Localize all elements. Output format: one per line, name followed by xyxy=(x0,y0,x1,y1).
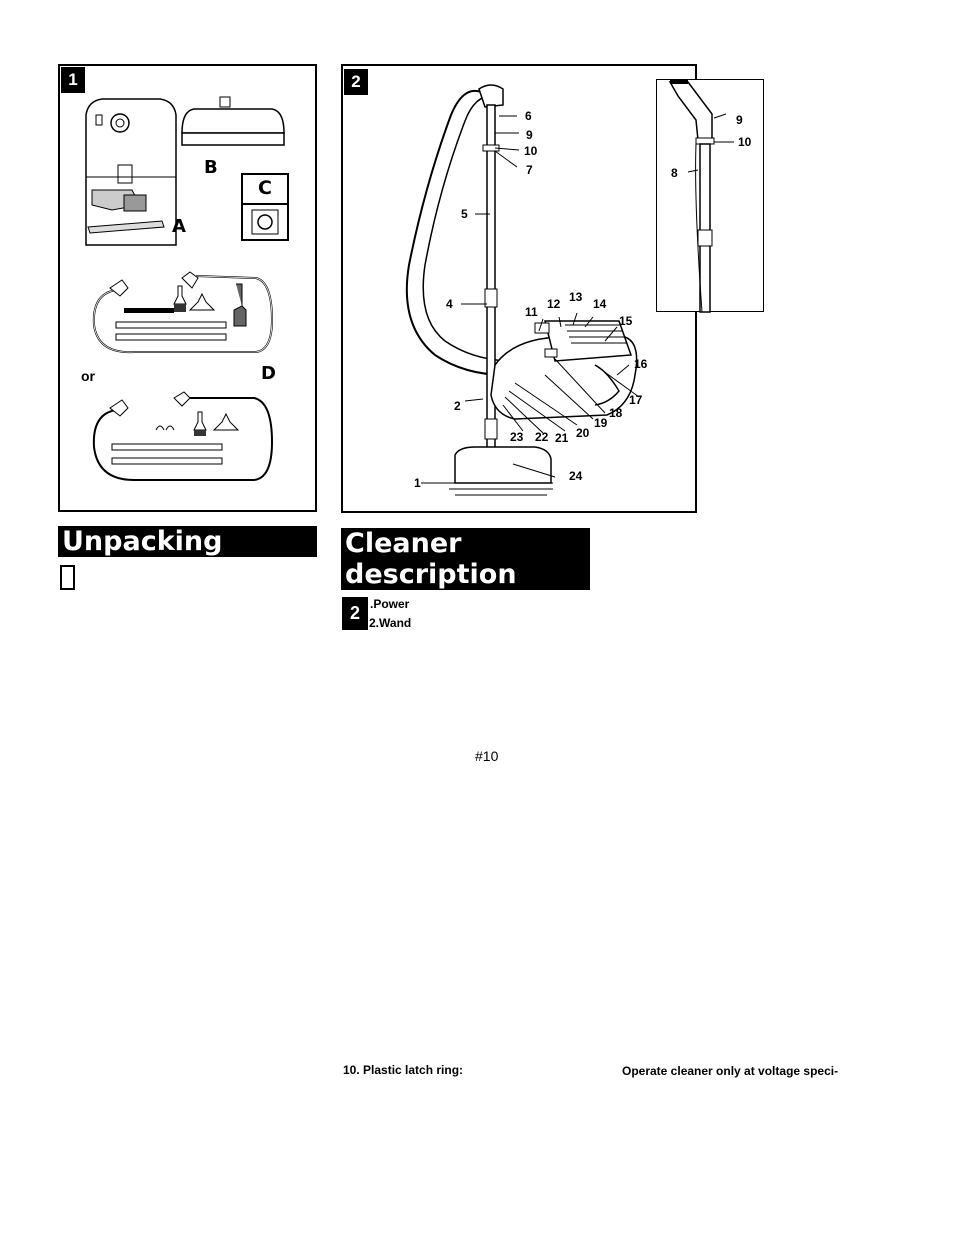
item-power: .Power xyxy=(370,597,410,611)
callout-23: 23 xyxy=(510,430,524,444)
description-heading: Cleaner description xyxy=(341,528,590,590)
callout-13: 13 xyxy=(569,290,583,304)
callout-16: 16 xyxy=(634,357,648,371)
callout-18: 18 xyxy=(609,406,623,420)
description-heading-line-2: description xyxy=(345,559,517,590)
callout-20: 20 xyxy=(576,426,590,440)
callout-17: 17 xyxy=(629,393,643,407)
figure-2-badge: 2 xyxy=(344,69,368,95)
bag-icon xyxy=(251,209,279,235)
label-d: D xyxy=(261,363,276,384)
label-or: or xyxy=(81,368,95,384)
description-heading-line-1: Cleaner xyxy=(345,528,462,559)
callout-1: 1 xyxy=(414,476,421,490)
callout-9: 9 xyxy=(526,128,533,142)
callout-6: 6 xyxy=(525,109,532,123)
callout-2: 2 xyxy=(454,399,461,413)
label-a: A xyxy=(172,216,186,237)
footer-left-text: 10. Plastic latch ring: xyxy=(343,1063,464,1077)
callout-7: 7 xyxy=(526,163,533,177)
callout-10: 10 xyxy=(524,144,538,158)
label-b: B xyxy=(204,157,218,178)
callout-24: 24 xyxy=(569,469,583,483)
callout-12: 12 xyxy=(547,297,561,311)
description-badge: 2 xyxy=(342,597,368,630)
power-nozzle-illustration xyxy=(181,96,285,146)
callout-22: 22 xyxy=(535,430,549,444)
canister-vacuum-illustration xyxy=(405,84,640,496)
inset-callout-8: 8 xyxy=(671,166,678,180)
label-c: C xyxy=(258,177,272,199)
callout-14: 14 xyxy=(593,297,607,311)
cleaner-body-illustration xyxy=(85,98,177,246)
checkbox-icon xyxy=(60,565,75,590)
item-wand: 2.Wand xyxy=(369,616,412,630)
callout-21: 21 xyxy=(555,431,569,445)
callout-4: 4 xyxy=(446,297,453,311)
callout-5: 5 xyxy=(461,207,468,221)
figure-2-frame xyxy=(341,64,697,513)
callout-15: 15 xyxy=(619,314,633,328)
footer-right-text: Operate cleaner only at voltage speci- xyxy=(622,1064,839,1078)
attachments-set-2 xyxy=(92,391,274,481)
bag-box: C xyxy=(241,173,289,241)
inset-callout-10: 10 xyxy=(738,135,752,149)
page-note: #10 xyxy=(475,748,499,764)
callout-19: 19 xyxy=(594,416,608,430)
attachments-set-1 xyxy=(92,271,274,354)
bag-box-divider xyxy=(243,203,287,205)
figure-1-badge: 1 xyxy=(61,67,85,93)
wand-latch-inset-illustration xyxy=(668,80,734,313)
callout-11: 11 xyxy=(525,305,538,319)
inset-callout-9: 9 xyxy=(736,113,743,127)
unpacking-heading: Unpacking xyxy=(58,526,317,557)
